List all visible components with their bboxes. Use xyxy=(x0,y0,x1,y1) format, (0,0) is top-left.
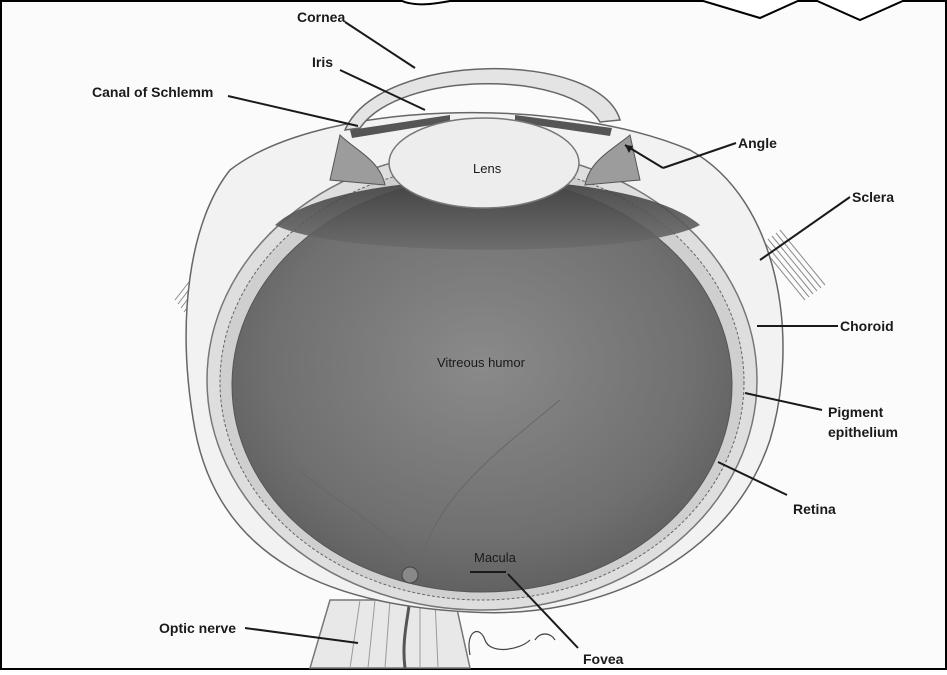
label-pigment-epithelium-line2: epithelium xyxy=(828,424,898,440)
label-optic-nerve: Optic nerve xyxy=(159,620,236,636)
label-sclera: Sclera xyxy=(852,189,894,205)
label-macula: Macula xyxy=(474,550,517,565)
label-iris: Iris xyxy=(312,54,333,70)
label-pigment-epithelium-line1: Pigment xyxy=(828,404,884,420)
label-choroid: Choroid xyxy=(840,318,894,334)
label-fovea: Fovea xyxy=(583,651,624,667)
label-retina: Retina xyxy=(793,501,836,517)
label-angle: Angle xyxy=(738,135,777,151)
label-canal-of-schlemm: Canal of Schlemm xyxy=(92,84,213,100)
label-vitreous-humor: Vitreous humor xyxy=(437,355,526,370)
label-lens: Lens xyxy=(473,161,502,176)
optic-disc xyxy=(402,567,418,583)
label-cornea: Cornea xyxy=(297,9,345,25)
